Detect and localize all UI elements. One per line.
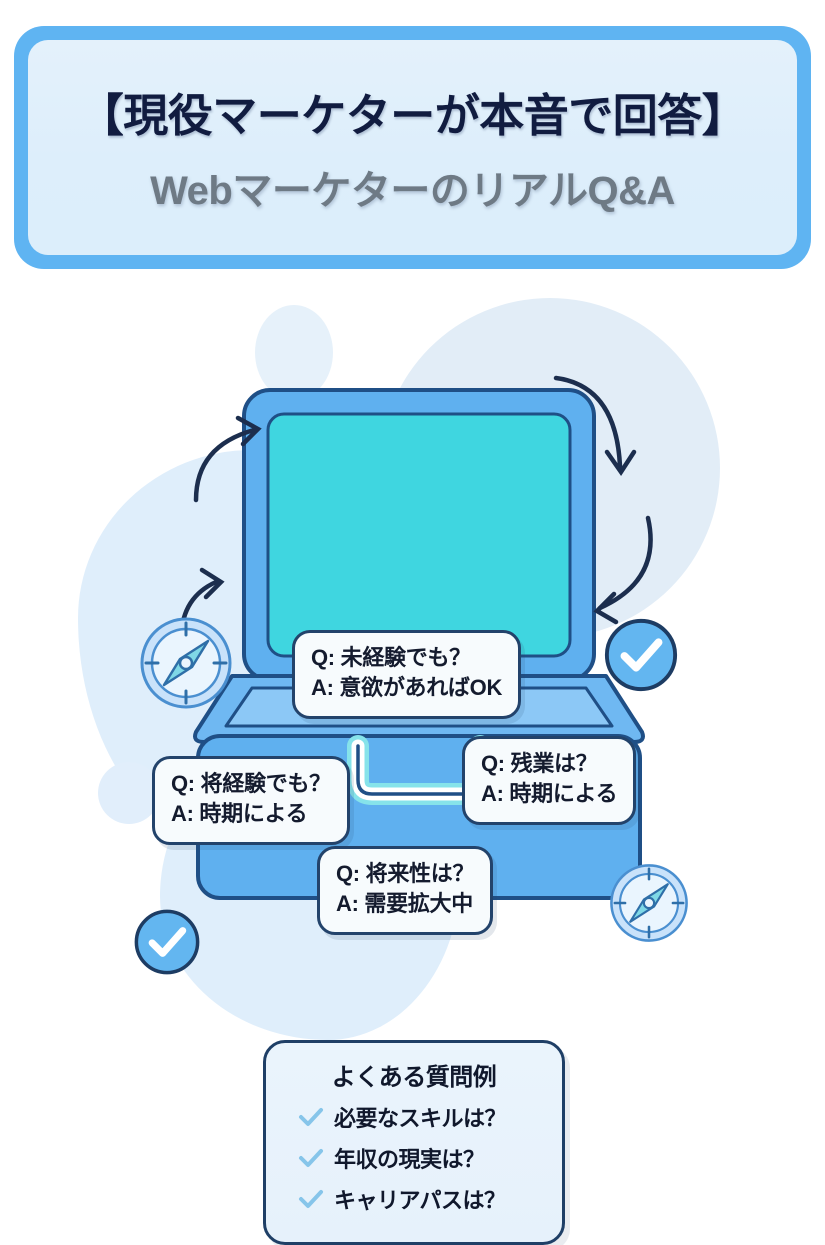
qa-bubble-unexperienced[interactable]: Q: 未経験でも？ A: 意欲があればOK: [292, 630, 522, 719]
check-circle-icon: [604, 618, 678, 692]
faq-card: よくある質問例 必要なスキルは？ 年収の現実は？ キャリアパスは？: [263, 1040, 565, 1245]
bubble-question: Q: 将経験でも？: [171, 771, 331, 796]
check-circle-icon: [134, 909, 200, 975]
compass-icon: [610, 864, 688, 942]
qa-bubble-overtime[interactable]: Q: 残業は？ A: 時期による: [462, 736, 637, 825]
header-panel: 【現役マーケターが本音で回答】 WebマーケターのリアルQ&A: [28, 40, 797, 255]
illustration-area: Q: 未経験でも？ A: 意欲があればOK Q: 残業は？ A: 時期による Q…: [0, 270, 825, 1245]
bubble-answer: A: 意欲があればOK: [311, 675, 503, 701]
check-icon: [299, 1149, 323, 1167]
page-subtitle: WebマーケターのリアルQ&A: [150, 169, 675, 213]
faq-item-label: 年収の現実は？: [334, 1147, 485, 1172]
bubble-question: Q: 将来性は？: [336, 861, 475, 886]
bubble-question: Q: 未経験でも？: [311, 645, 471, 670]
faq-item-label: キャリアパスは？: [334, 1188, 506, 1213]
compass-icon: [140, 617, 232, 709]
header-banner: 【現役マーケターが本音で回答】 WebマーケターのリアルQ&A: [14, 26, 811, 269]
curved-arrow-down-left: [593, 515, 653, 625]
bubble-answer: A: 時期による: [481, 781, 618, 807]
faq-list-item[interactable]: 年収の現実は？: [266, 1142, 562, 1174]
faq-list-item[interactable]: 必要なスキルは？: [266, 1101, 562, 1133]
bubble-answer: A: 時期による: [171, 801, 308, 827]
page-title: 【現役マーケターが本音で回答】: [78, 90, 747, 141]
qa-bubble-experience[interactable]: Q: 将経験でも？ A: 時期による: [152, 756, 350, 845]
laptop-screen: [242, 388, 596, 682]
qa-bubble-future[interactable]: Q: 将来性は？ A: 需要拡大中: [317, 846, 494, 935]
curved-arrow-down-right: [553, 375, 637, 477]
bubble-answer: A: 需要拡大中: [336, 891, 473, 917]
faq-item-label: 必要なスキルは？: [334, 1106, 507, 1131]
faq-card-title: よくある質問例: [331, 1064, 497, 1091]
bubble-question: Q: 残業は？: [481, 751, 598, 776]
background-blob-top: [255, 305, 333, 400]
faq-list-item[interactable]: キャリアパスは？: [266, 1183, 562, 1215]
background-dot-left: [98, 762, 160, 824]
check-icon: [299, 1190, 323, 1208]
curved-arrow-up-left: [193, 415, 262, 503]
check-icon: [299, 1108, 323, 1126]
